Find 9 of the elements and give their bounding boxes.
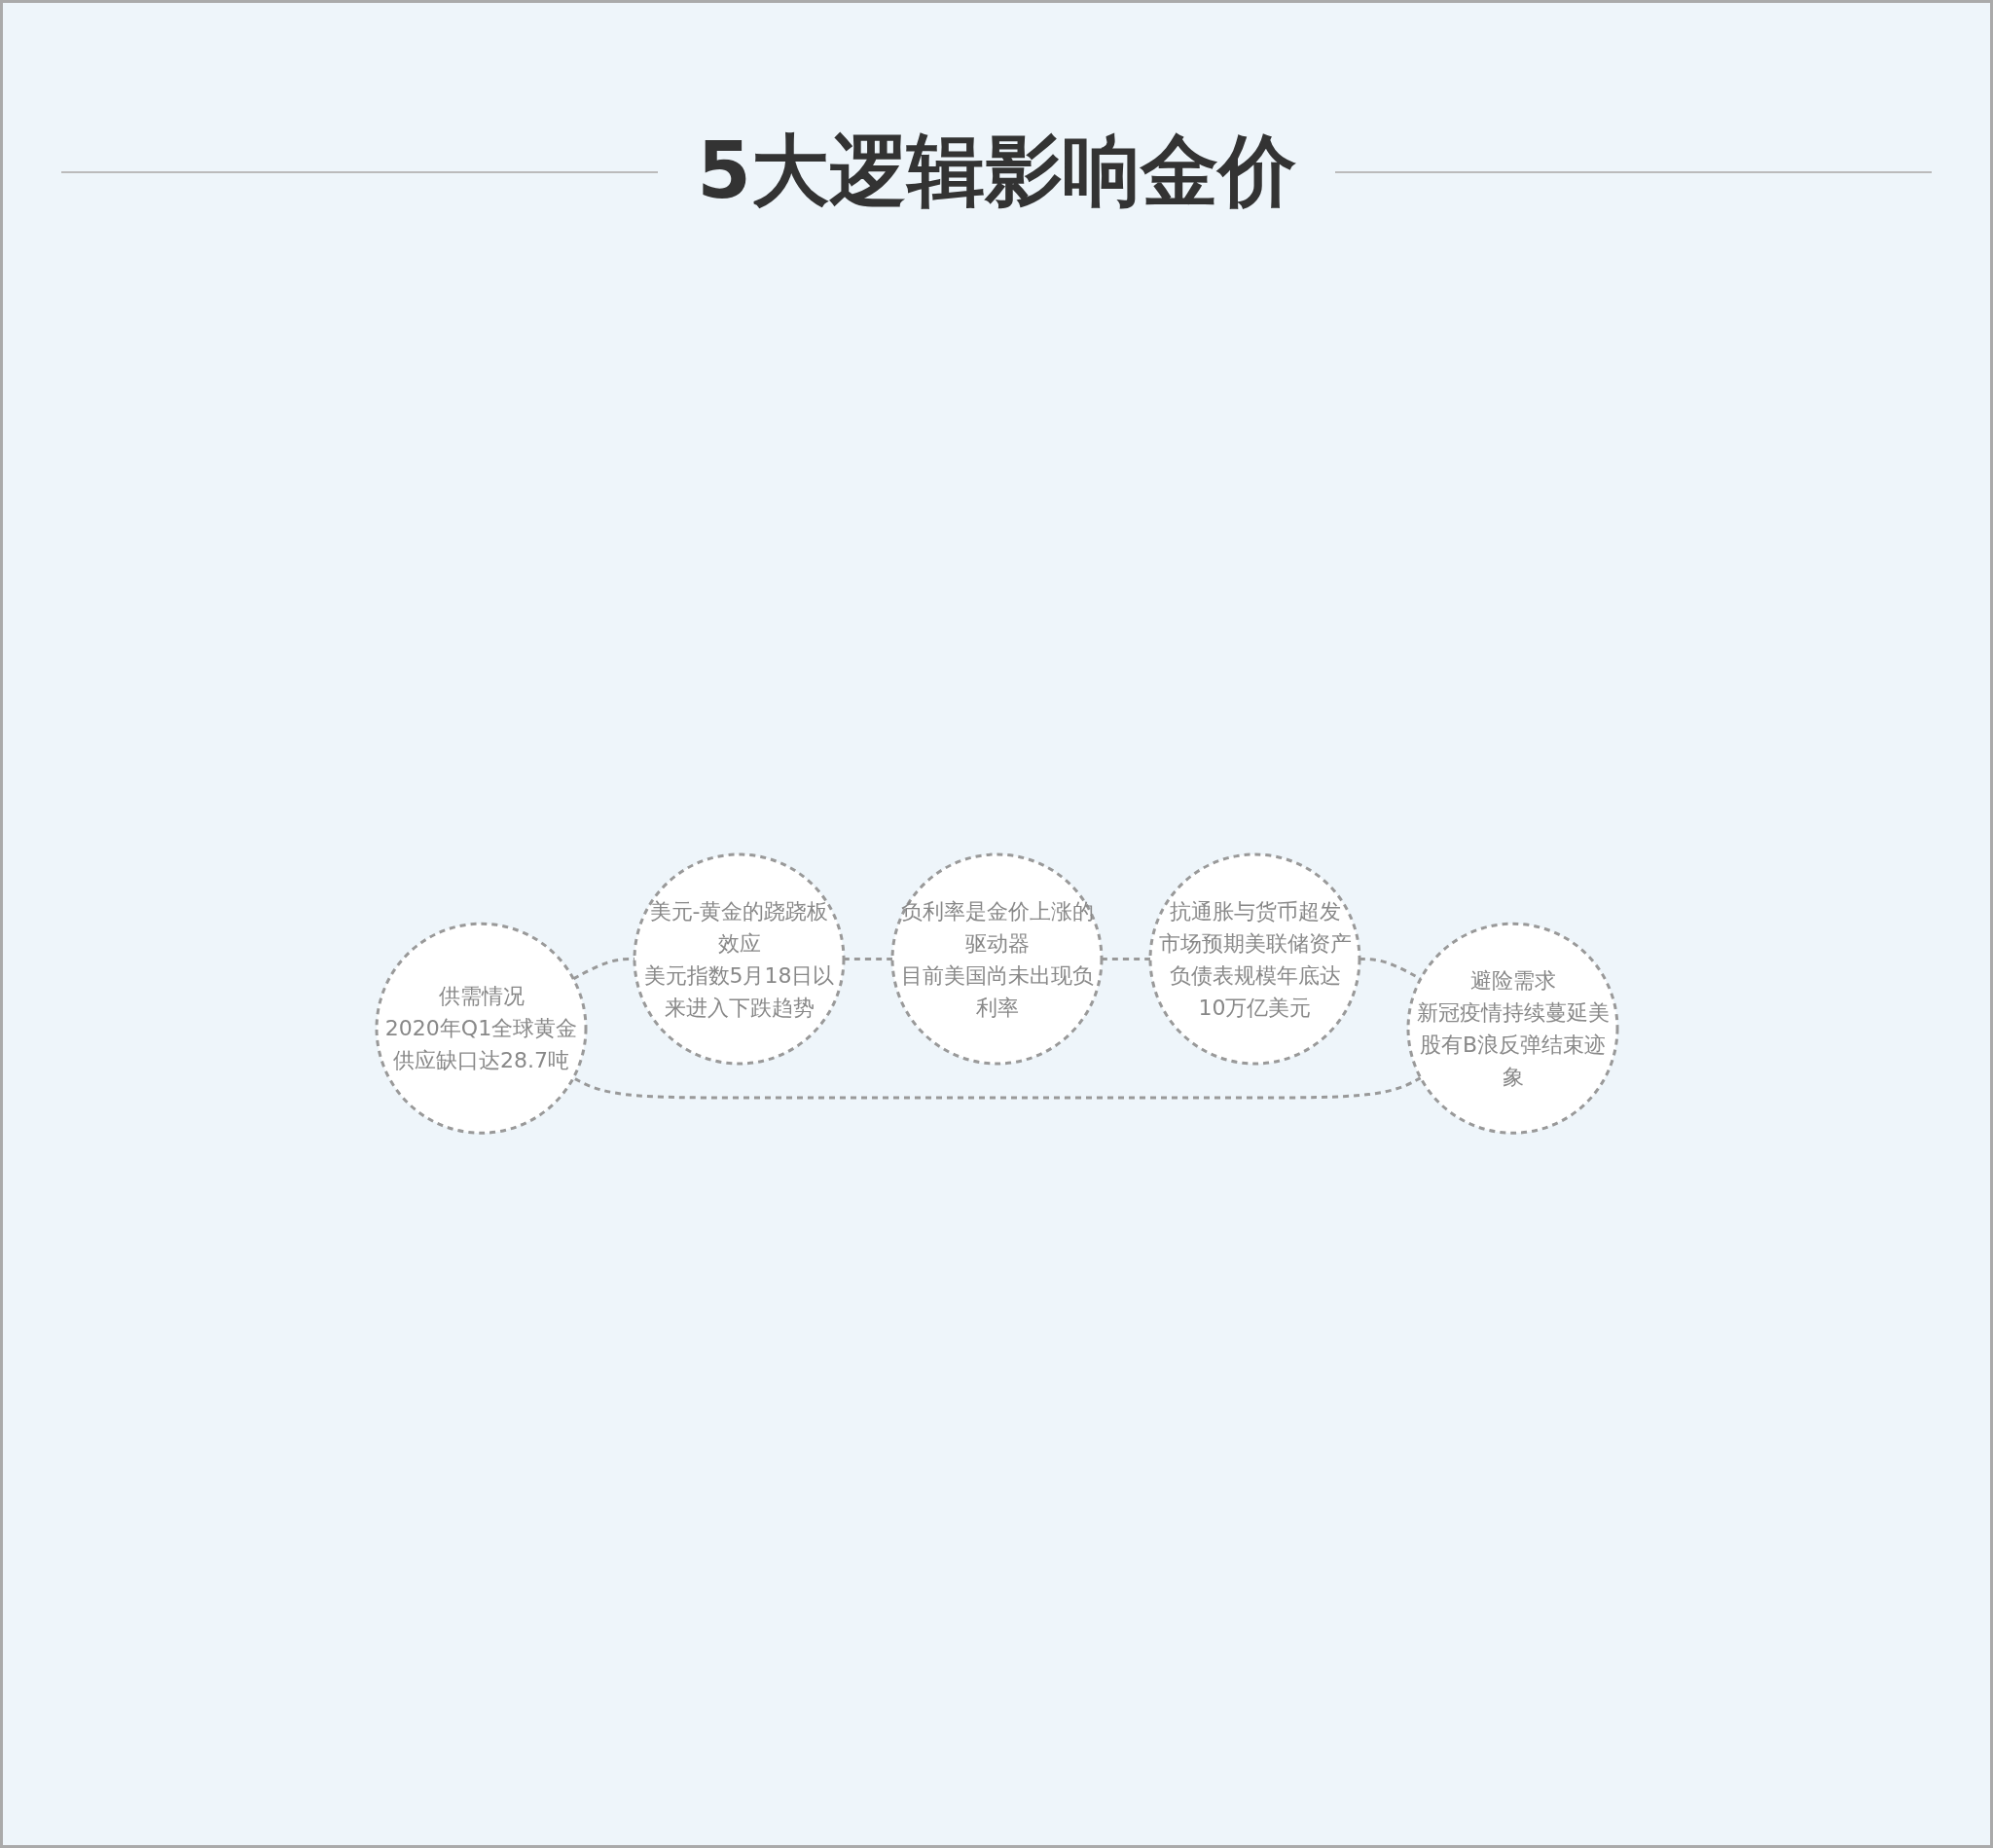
connector <box>843 957 892 960</box>
connector <box>571 1076 1422 1100</box>
node-circle: 供需情况 2020年Q1全球黄金供应缺口达28.7吨 <box>375 922 587 1135</box>
node-circle: 避险需求 新冠疫情持续蔓延美股有B浪反弹结束迹象 <box>1406 922 1618 1135</box>
title: 5大逻辑影响金价 <box>697 125 1296 218</box>
node-circle: 负利率是金价上涨的驱动器 目前美国尚未出现负利率 <box>890 852 1103 1066</box>
node-circle: 美元-黄金的跷跷板效应 美元指数5月18日以来进入下跌趋势 <box>633 852 845 1066</box>
connector <box>1101 957 1150 960</box>
node-circle: 抗通胀与货币超发 市场预期美联储资产负债表规模年底达10万亿美元 <box>1148 852 1360 1066</box>
